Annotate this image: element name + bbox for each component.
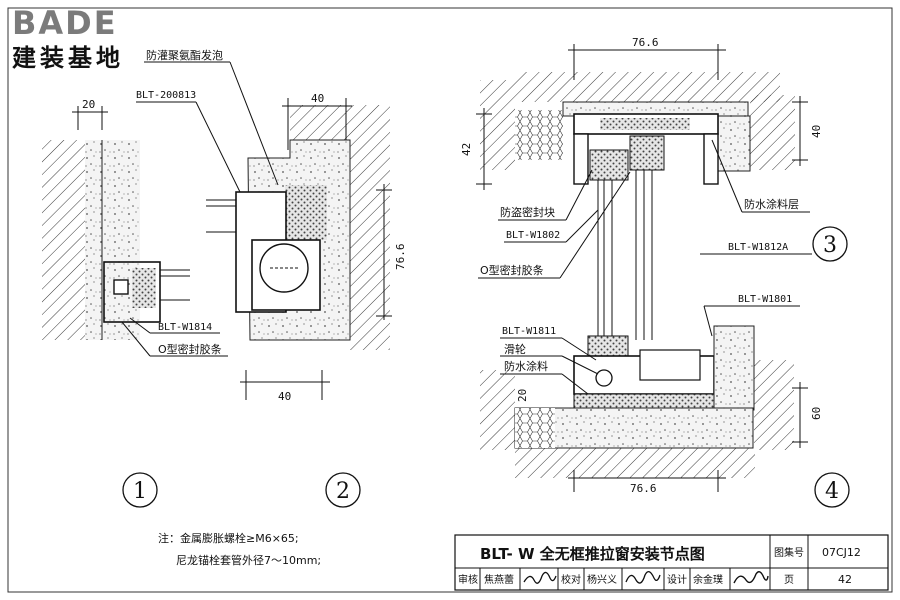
page-number: 42 bbox=[838, 573, 852, 586]
detail-3-wall-hatch-top bbox=[515, 72, 780, 102]
label-blt-w1814: BLT-W1814 bbox=[158, 322, 212, 333]
detail-2-dim-side: 76.6 bbox=[394, 244, 407, 271]
detail-2: 40 76.6 40 防灌聚氨酯发泡 BLT-200813 2 bbox=[136, 48, 407, 508]
label-waterproof-paint: 防水涂料 bbox=[504, 359, 548, 373]
detail-1-number-circle bbox=[122, 472, 158, 508]
detail-4-number-circle bbox=[814, 472, 850, 508]
detail-3-dim-top: 76.6 bbox=[632, 36, 659, 49]
label-roller: 滑轮 bbox=[504, 342, 526, 356]
label-blt-w1801: BLT-W1801 bbox=[738, 294, 792, 305]
detail-2-dim-bottom: 40 bbox=[278, 390, 291, 403]
checker-signature bbox=[625, 571, 661, 584]
review-label: 审核 bbox=[458, 573, 478, 586]
detail-4-wall-hatch-left bbox=[480, 370, 515, 450]
label-blt-w1812a: BLT-W1812A bbox=[728, 242, 788, 253]
detail-4-concrete-right bbox=[713, 325, 755, 411]
logo-subtitle: 建装基地 bbox=[12, 44, 124, 72]
detail-4-roller bbox=[595, 369, 613, 387]
detail-4-dim-left: 20 bbox=[516, 389, 529, 402]
detail-3-number-circle bbox=[812, 226, 848, 262]
reviewer-signature bbox=[523, 571, 557, 584]
logo-brand: BADE bbox=[12, 4, 118, 42]
label-seal-block: 防盗密封块 bbox=[500, 205, 555, 219]
designer-signature bbox=[733, 571, 769, 584]
atlas-label: 图集号 bbox=[774, 546, 804, 559]
detail-4-wall-hatch-right bbox=[754, 360, 794, 450]
detail-3-dim-right: 40 bbox=[810, 125, 823, 138]
design-label: 设计 bbox=[667, 573, 687, 586]
checker-name: 杨兴义 bbox=[587, 573, 617, 586]
label-waterproof-layer: 防水涂料层 bbox=[744, 197, 799, 211]
page-label: 页 bbox=[784, 574, 794, 586]
designer-name: 余金璞 bbox=[693, 573, 723, 586]
detail-3: 76.6 42 40 防盗密封块 BLT-W1802 O型密封胶条 防水涂料层 … bbox=[460, 36, 848, 292]
note-line-2: 尼龙锚栓套管外径7～10mm; bbox=[176, 553, 321, 567]
detail-1-frame bbox=[103, 261, 161, 323]
detail-4: 60 76.6 20 BLT-W1811 滑轮 防水涂料 BLT-W1801 4 bbox=[480, 292, 850, 508]
atlas-number: 07CJ12 bbox=[822, 546, 861, 559]
detail-4-dim-bottom: 76.6 bbox=[630, 482, 657, 495]
detail-2-opening bbox=[251, 239, 321, 311]
detail-3-honeycomb bbox=[515, 110, 563, 160]
detail-1-dim-width: 20 bbox=[82, 98, 95, 111]
detail-4-dim-right: 60 bbox=[810, 407, 823, 420]
detail-4-foam bbox=[573, 393, 715, 409]
detail-2-number-circle bbox=[325, 472, 361, 508]
detail-3-wall-hatch-right bbox=[750, 95, 795, 170]
detail-3-number: 3 bbox=[823, 233, 837, 258]
label-o-seal-3: O型密封胶条 bbox=[480, 263, 544, 277]
detail-3-foam bbox=[600, 118, 690, 130]
detail-2-roller bbox=[259, 243, 309, 293]
drawing-title: BLT- W 全无框推拉窗安装节点图 bbox=[480, 545, 705, 563]
detail-1-concrete bbox=[85, 140, 140, 340]
title-block: BLT- W 全无框推拉窗安装节点图 图集号 07CJ12 审核 焦燕蕾 校对 … bbox=[454, 534, 889, 591]
sheet-border bbox=[7, 7, 893, 593]
detail-2-dim-top: 40 bbox=[311, 92, 324, 105]
label-blt-w1811: BLT-W1811 bbox=[502, 326, 556, 337]
note-line-1: 注：金属膨胀螺栓≥M6×65; bbox=[158, 531, 299, 545]
label-foam: 防灌聚氨酯发泡 bbox=[146, 48, 223, 62]
detail-3-concrete-right bbox=[717, 115, 751, 172]
detail-2-wall-hatch-top bbox=[290, 105, 390, 140]
detail-3-wall-hatch-left bbox=[480, 80, 515, 170]
detail-1-foam bbox=[132, 268, 156, 308]
reviewer-name: 焦燕蕾 bbox=[484, 573, 514, 586]
detail-2-number: 2 bbox=[336, 479, 350, 504]
check-label: 校对 bbox=[561, 573, 581, 586]
label-blt-w1802: BLT-W1802 bbox=[506, 230, 560, 241]
label-blt-200813: BLT-200813 bbox=[136, 90, 196, 101]
detail-3-dim-left: 42 bbox=[460, 143, 473, 156]
label-o-seal-1: O型密封胶条 bbox=[158, 342, 222, 356]
detail-1: 20 BLT-W1814 O型密封胶条 1 bbox=[42, 98, 228, 508]
detail-2-wall-hatch bbox=[350, 140, 390, 350]
detail-4-wall-hatch-bottom bbox=[515, 448, 755, 478]
detail-1-number: 1 bbox=[133, 479, 147, 504]
detail-4-number: 4 bbox=[825, 479, 839, 504]
detail-4-honeycomb bbox=[515, 408, 555, 448]
detail-2-foam bbox=[285, 185, 327, 240]
